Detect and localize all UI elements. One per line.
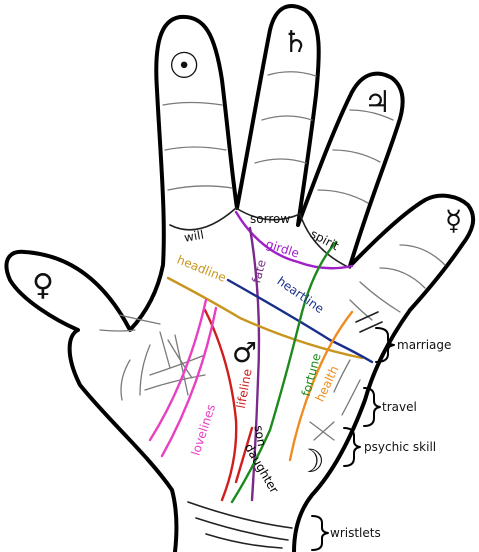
label-sorrow: sorrow [250, 212, 290, 226]
saturn-symbol: ♄ [282, 25, 309, 60]
sun-symbol: ☉ [168, 46, 200, 87]
mars-symbol: ♂ [232, 336, 257, 369]
jupiter-symbol: ♃ [364, 85, 391, 120]
label-psychic-skill: psychic skill [364, 440, 436, 454]
venus-symbol: ♀ [32, 268, 54, 303]
label-wristlets: wristlets [330, 526, 381, 540]
label-marriage: marriage [397, 338, 451, 352]
label-travel: travel [382, 400, 417, 414]
moon-symbol: ☽ [296, 442, 325, 480]
mercury-symbol: ☿ [445, 204, 462, 237]
